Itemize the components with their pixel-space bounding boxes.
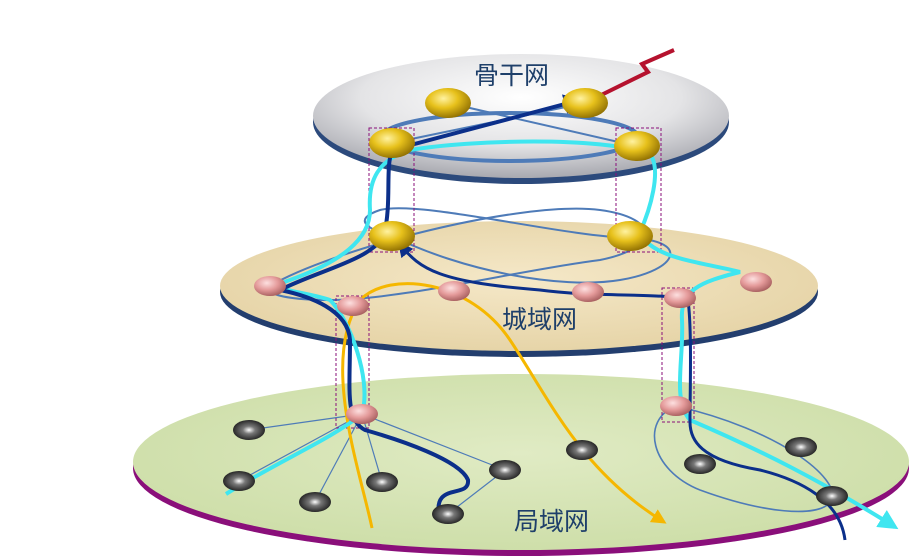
backbone-router-node: [562, 88, 608, 118]
metro-node: [572, 282, 604, 302]
lan-host-node: [233, 420, 265, 440]
metro-node: [438, 281, 470, 301]
metro-node: [337, 296, 369, 316]
lan-host-node: [816, 486, 848, 506]
backbone-label: 骨干网: [474, 61, 549, 90]
lan-layer: 局域网: [133, 374, 909, 556]
lan-host-node: [223, 471, 255, 491]
lan-host-node: [684, 454, 716, 474]
lan-host-node: [299, 492, 331, 512]
lan-host-node: [432, 504, 464, 524]
lan-gateway-node: [346, 404, 378, 424]
metro-node: [664, 288, 696, 308]
backbone-cross-link: [447, 102, 637, 147]
metro-node: [254, 276, 286, 296]
backbone-layer: 骨干网: [313, 54, 729, 184]
backbone-nodes: [369, 88, 660, 251]
lan-label: 局域网: [514, 507, 589, 536]
backbone-router-node: [614, 131, 660, 161]
metro-nodes: [254, 272, 772, 316]
metro-label: 城域网: [502, 305, 577, 334]
lan-host-node: [566, 440, 598, 460]
backbone-edge-node: [369, 221, 415, 251]
path-uplink-primary: [398, 241, 847, 541]
lan-host-node: [366, 472, 398, 492]
path-local-metro: [341, 282, 667, 529]
backbone-edge-node: [607, 221, 653, 251]
backbone-router-node: [425, 88, 471, 118]
lan-gateway-node: [660, 396, 692, 416]
lan-nodes: [223, 396, 848, 524]
lan-host-node: [489, 460, 521, 480]
metro-node: [740, 272, 772, 292]
external-link-icon: [584, 48, 675, 105]
backbone-router-node: [369, 128, 415, 158]
lan-host-node: [785, 437, 817, 457]
